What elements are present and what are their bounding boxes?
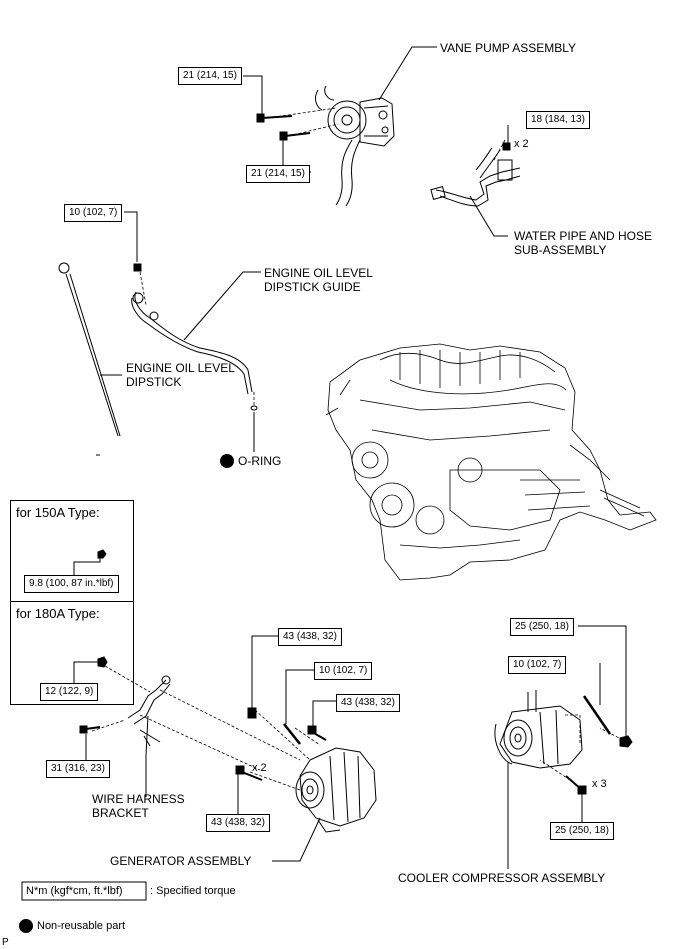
label-wire-harness-line1: WIRE HARNESS xyxy=(92,792,185,806)
torque-generator-nut: 43 (438, 32) xyxy=(278,628,342,646)
label-o-ring: O-RING xyxy=(238,454,282,468)
torque-150a: 9.8 (100, 87 in.*lbf) xyxy=(24,575,119,593)
torque-180a: 12 (122, 9) xyxy=(40,683,99,701)
label-cooler-compressor: COOLER COMPRESSOR ASSEMBLY xyxy=(398,871,606,885)
torque-wire-harness: 31 (316, 23) xyxy=(46,760,110,778)
leader-lines xyxy=(73,46,627,869)
label-dipstick-line2: DIPSTICK xyxy=(126,375,182,389)
label-dipstick-line1: ENGINE OIL LEVEL xyxy=(126,361,235,375)
torque-generator-stud: 10 (102, 7) xyxy=(314,662,373,680)
legend-torque-desc: : Specified torque xyxy=(150,885,236,897)
torque-generator-bolt-bottom: 43 (438, 32) xyxy=(206,814,270,832)
dipstick-drawing xyxy=(58,262,121,437)
label-dipstick-guide-line2: DIPSTICK GUIDE xyxy=(264,280,361,294)
compressor-drawing xyxy=(494,690,633,795)
water-pipe-drawing xyxy=(430,142,521,207)
qty-generator-bolt: x 2 xyxy=(252,762,267,774)
dipstick-guide-drawing xyxy=(131,263,258,411)
corner-mark: P xyxy=(2,937,9,948)
panel-180a xyxy=(10,601,134,705)
legend-nonreusable-dot xyxy=(19,919,33,933)
generator-drawing xyxy=(235,707,377,833)
torque-compressor-stud: 10 (102, 7) xyxy=(508,656,567,674)
legend-nonreusable-text: Non-reusable part xyxy=(37,920,126,932)
qty-water-pipe: x 2 xyxy=(514,138,529,150)
legend-torque-unit: N*m (kgf*cm, ft.*lbf) xyxy=(26,885,123,897)
wire-harness-bracket-drawing xyxy=(79,675,171,747)
torque-pump-top: 21 (214, 15) xyxy=(178,67,242,85)
torque-water-pipe: 18 (184, 13) xyxy=(526,111,590,129)
torque-compressor-bolt: 25 (250, 18) xyxy=(550,822,614,840)
label-vane-pump: VANE PUMP ASSEMBLY xyxy=(440,41,577,55)
torque-compressor-nut: 25 (250, 18) xyxy=(510,618,574,636)
label-dipstick-guide-line1: ENGINE OIL LEVEL xyxy=(264,266,373,280)
panel-180a-title: for 180A Type: xyxy=(16,606,100,621)
nonreusable-mark xyxy=(220,454,234,468)
torque-pump-bottom: 21 (214, 15) xyxy=(246,165,310,183)
torque-generator-bolt-right: 43 (438, 32) xyxy=(336,694,400,712)
torque-dipstick-guide: 10 (102, 7) xyxy=(64,204,123,222)
legend-torque-box xyxy=(21,881,147,901)
panel-150a-title: for 150A Type: xyxy=(16,505,100,520)
alignment-dashes xyxy=(91,107,624,791)
label-water-pipe-line2: SUB-ASSEMBLY xyxy=(514,243,607,257)
engine-drawing xyxy=(325,343,657,581)
vane-pump-drawing xyxy=(256,85,395,207)
qty-compressor-bolt: x 3 xyxy=(592,778,607,790)
label-wire-harness-line2: BRACKET xyxy=(92,806,149,820)
label-water-pipe-line1: WATER PIPE AND HOSE xyxy=(514,229,653,243)
label-generator: GENERATOR ASSEMBLY xyxy=(110,854,252,868)
panel-nuts xyxy=(97,549,108,668)
